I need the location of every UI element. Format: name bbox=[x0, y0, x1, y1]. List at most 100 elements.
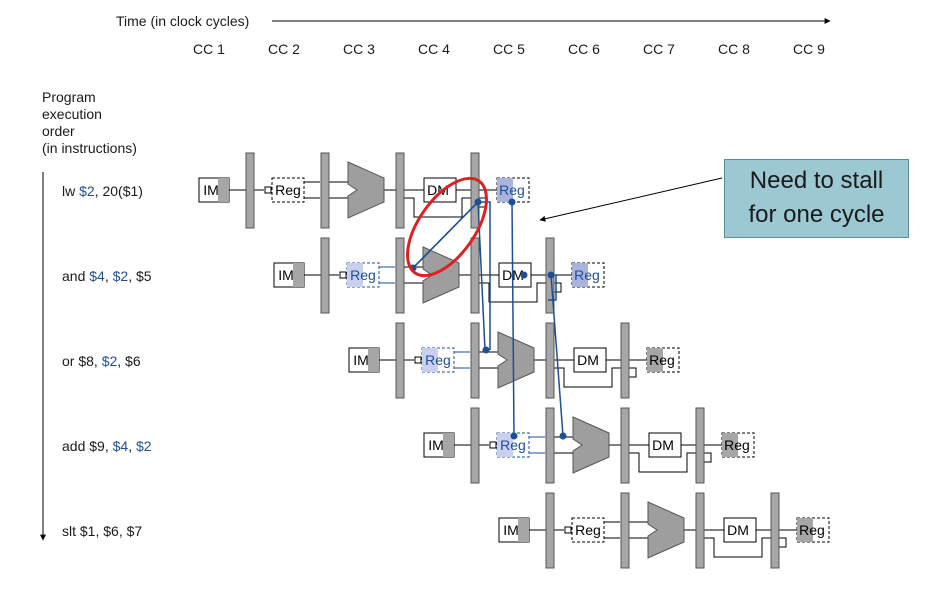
program-order-label-line-1: Program bbox=[42, 89, 96, 105]
pipeline-register bbox=[620, 407, 630, 484]
pipeline-register bbox=[395, 237, 405, 314]
pipeline-register bbox=[470, 237, 480, 314]
instruction-label-lw: lw $2, 20($1) bbox=[62, 183, 143, 199]
dm-box bbox=[573, 347, 607, 373]
pipeline-register bbox=[695, 492, 705, 569]
instruction-token: $4 bbox=[112, 438, 129, 454]
pipeline-register bbox=[395, 152, 405, 229]
cc-label-8: CC 8 bbox=[718, 41, 750, 57]
pipeline-register bbox=[620, 322, 630, 399]
pipeline-register bbox=[470, 322, 480, 399]
im-label: IM bbox=[203, 182, 219, 198]
instruction-token: and bbox=[62, 268, 90, 284]
alu-shape bbox=[572, 416, 610, 474]
stall-callout-line-2: for one cycle bbox=[748, 201, 885, 228]
instruction-token: lw bbox=[62, 183, 80, 199]
pipeline-row: IM Reg DM Reg bbox=[423, 407, 755, 484]
reg-read-port bbox=[264, 186, 272, 194]
alu-shape bbox=[497, 331, 535, 389]
callout-arrow bbox=[539, 177, 723, 222]
instruction-token: slt $1, $6, $7 bbox=[62, 523, 143, 539]
instruction-token: $2 bbox=[79, 183, 95, 199]
reg-write-shade bbox=[647, 348, 663, 372]
instruction-token: , $6 bbox=[117, 353, 141, 369]
cc-label-2: CC 2 bbox=[268, 41, 300, 57]
reg-read-box bbox=[571, 517, 605, 543]
reg-read-port bbox=[489, 441, 497, 449]
reg-write-label: Reg bbox=[724, 437, 750, 453]
reg-read-port bbox=[414, 356, 422, 364]
bypass-wire bbox=[404, 197, 471, 218]
forwarding-dot bbox=[559, 432, 567, 440]
dm-box bbox=[648, 432, 682, 458]
im-shade bbox=[218, 178, 229, 202]
instruction-token: , 20($1) bbox=[94, 183, 143, 199]
pipeline-register bbox=[695, 407, 705, 484]
reg-read-label: Reg bbox=[425, 352, 451, 368]
reg-read-label: Reg bbox=[350, 267, 376, 283]
forwarding-paths bbox=[409, 198, 567, 440]
pipeline-register bbox=[545, 407, 555, 484]
reg-read-shade bbox=[347, 263, 363, 287]
pipeline-register bbox=[245, 152, 255, 229]
reg-write-label: Reg bbox=[649, 352, 675, 368]
dm-box bbox=[423, 177, 457, 203]
dm-label: DM bbox=[427, 182, 449, 198]
stall-callout: Need to stall for one cycle bbox=[724, 159, 909, 238]
dm-label: DM bbox=[652, 437, 674, 453]
instruction-token: $2 bbox=[112, 268, 129, 284]
pipeline-register bbox=[545, 492, 555, 569]
pipeline-register bbox=[320, 152, 330, 229]
cc-label-9: CC 9 bbox=[793, 41, 825, 57]
forwarding-path bbox=[511, 201, 515, 437]
instruction-label-slt: slt $1, $6, $7 bbox=[62, 523, 142, 539]
im-shade bbox=[518, 518, 529, 542]
im-label: IM bbox=[353, 352, 369, 368]
alu-shape bbox=[347, 161, 385, 219]
instruction-token: , bbox=[104, 268, 113, 284]
reg-read-shade bbox=[497, 433, 513, 457]
instruction-token: $2 bbox=[101, 353, 118, 369]
instruction-token: or $8, bbox=[62, 353, 102, 369]
dm-label: DM bbox=[577, 352, 599, 368]
program-order-label-line-2: execution bbox=[42, 106, 102, 122]
dm-label: DM bbox=[727, 522, 749, 538]
forwarding-dot bbox=[482, 346, 490, 354]
forwarding-dot bbox=[520, 271, 528, 279]
instruction-token: $4 bbox=[89, 268, 105, 284]
cc-label-4: CC 4 bbox=[418, 41, 450, 57]
forwarding-path bbox=[550, 274, 564, 437]
cc-label-1: CC 1 bbox=[193, 41, 225, 57]
alu-shape bbox=[422, 246, 460, 304]
alu-shape bbox=[647, 501, 685, 559]
instruction-token: , $5 bbox=[128, 268, 152, 284]
forwarding-dot bbox=[474, 198, 482, 206]
im-label: IM bbox=[278, 267, 294, 283]
reg-read-label: Reg bbox=[575, 522, 601, 538]
pipeline-register bbox=[620, 492, 630, 569]
instruction-label-and: and $4, $2, $5 bbox=[62, 268, 152, 284]
instruction-label-or: or $8, $2, $6 bbox=[62, 353, 141, 369]
im-shade bbox=[443, 433, 454, 457]
reg-read-port bbox=[339, 271, 347, 279]
instruction-token: add $9, bbox=[62, 438, 113, 454]
reg-write-label: Reg bbox=[574, 267, 600, 283]
instruction-token: , bbox=[128, 438, 136, 454]
forwarding-dot bbox=[510, 432, 518, 440]
bypass-wire bbox=[629, 452, 696, 473]
im-label: IM bbox=[503, 522, 519, 538]
reg-read-label: Reg bbox=[500, 437, 526, 453]
reg-write-shade bbox=[722, 433, 738, 457]
im-label: IM bbox=[428, 437, 444, 453]
time-axis-label: Time (in clock cycles) bbox=[116, 13, 250, 29]
dm-box bbox=[723, 517, 757, 543]
stall-hazard-ellipse bbox=[406, 176, 488, 278]
pipeline-row: IM Reg DM Reg bbox=[348, 322, 680, 399]
instruction-token: $2 bbox=[135, 438, 152, 454]
reg-read-shade bbox=[422, 348, 438, 372]
cc-label-5: CC 5 bbox=[493, 41, 525, 57]
pipeline-register bbox=[770, 492, 780, 569]
